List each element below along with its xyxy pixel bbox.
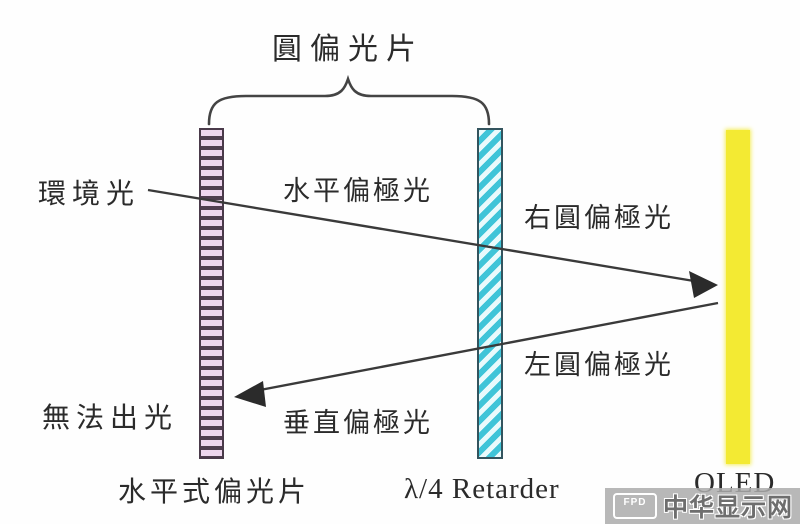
quarter-wave-retarder-label: λ/4 Retarder — [404, 473, 560, 505]
brace-shape — [207, 74, 491, 126]
no-light-out-label: 無法出光 — [42, 403, 179, 434]
fpd-logo: FPD — [613, 493, 657, 519]
right-arrowhead — [689, 271, 718, 298]
vertical-polarized-label: 垂直偏極光 — [283, 408, 433, 438]
oled-panel-bar — [726, 130, 750, 464]
horizontal-polarized-label: 水平偏極光 — [283, 176, 433, 206]
linear-polarizer-label: 水平式偏光片 — [118, 477, 311, 508]
left-arrowhead — [234, 381, 266, 407]
linear-polarizer-bar — [199, 128, 224, 459]
ambient-light-ray — [147, 188, 695, 283]
reflected-light-ray — [259, 301, 719, 392]
right-circular-polarized-label: 右圓偏極光 — [524, 203, 674, 233]
watermark-site-name: 中华显示网 — [663, 494, 794, 522]
quarter-wave-retarder-bar — [477, 128, 503, 459]
left-circular-polarized-label: 左圓偏極光 — [524, 350, 674, 380]
ambient-light-label: 環境光 — [38, 179, 141, 210]
circular-polarizer-title: 圓偏光片 — [272, 33, 424, 66]
site-watermark: FPD 中华显示网 — [605, 488, 800, 524]
